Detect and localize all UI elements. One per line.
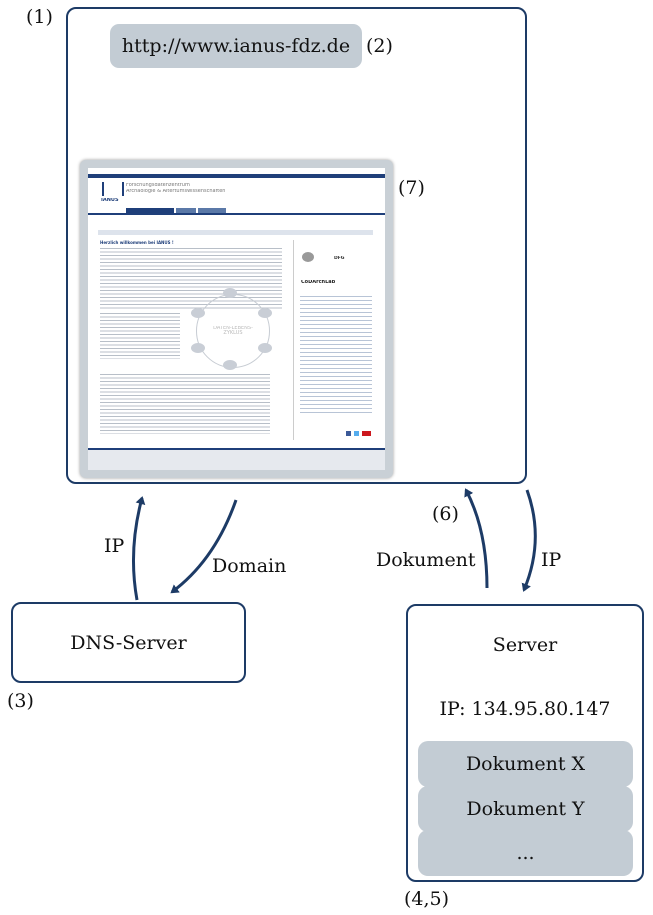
document-item[interactable]: Dokument X: [418, 741, 633, 787]
site-cycle-node-2: [258, 308, 272, 318]
site-logo-text: IANUS: [101, 198, 119, 203]
url-text: http://www.ianus-fdz.de: [121, 35, 351, 57]
document-item-label: ...: [516, 842, 535, 864]
dns-server-box: DNS-Server: [11, 602, 246, 683]
document-item[interactable]: Dokument Y: [418, 786, 633, 832]
site-cycle-node-6: [191, 308, 205, 318]
site-nav-line: [88, 213, 385, 215]
site-tab-2[interactable]: [176, 208, 196, 213]
site-sidebar-news: [300, 296, 372, 416]
document-item-label: Dokument X: [465, 753, 586, 775]
site-social-tw[interactable]: [354, 431, 359, 436]
server-number: (4,5): [404, 888, 450, 910]
website-frame: IANUS Forschungsdatenzentrum Archäologie…: [80, 160, 393, 478]
document-item[interactable]: ...: [418, 830, 633, 876]
site-text-block-2: [100, 313, 180, 359]
site-logo-mark: [102, 182, 124, 196]
site-tab-1[interactable]: [126, 208, 174, 213]
site-social-yt[interactable]: [362, 431, 371, 436]
server-ip: IP: 134.95.80.147: [439, 698, 611, 720]
website-number: (7): [398, 177, 425, 199]
dns-number: (3): [7, 690, 34, 712]
url-bar[interactable]: http://www.ianus-fdz.de: [110, 24, 362, 68]
site-tab-3[interactable]: [198, 208, 226, 213]
site-cycle-node-5: [191, 343, 205, 353]
ip-label-right: IP: [541, 549, 562, 571]
site-text-block-3: [100, 374, 270, 434]
ip-label-left: IP: [104, 535, 125, 557]
site-footer: [88, 448, 385, 470]
dokument-arrow: [464, 488, 489, 589]
url-number: (2): [366, 35, 393, 57]
site-dfg: DFG: [334, 256, 345, 261]
document-item-label: Dokument Y: [466, 798, 585, 820]
site-title-2: Archäologie & Altertumswissenschaften: [126, 189, 226, 194]
server-title: Server: [492, 634, 558, 656]
site-seal: [302, 252, 314, 262]
site-social-fb[interactable]: [346, 431, 351, 436]
site-cycle-node-1: [223, 288, 237, 298]
site-sidebar-divider: [293, 240, 294, 440]
site-partner: CoDArchLab: [301, 280, 336, 285]
site-title-1: Forschungsdatenzentrum: [126, 183, 190, 188]
site-cycle-center: DATEN-LEBENS-ZYKLUS: [213, 326, 253, 336]
site-breadcrumb: [98, 230, 373, 235]
dokument-label: Dokument: [376, 549, 476, 571]
domain-arrow: [170, 499, 238, 594]
dns-server-title: DNS-Server: [70, 631, 187, 654]
site-heading: Herzlich willkommen bei IANUS !: [100, 240, 174, 245]
dokument-number: (6): [432, 503, 459, 525]
website-page: IANUS Forschungsdatenzentrum Archäologie…: [88, 168, 385, 470]
browser-number: (1): [26, 6, 53, 28]
site-top-bar: [88, 174, 385, 178]
site-cycle-node-4: [223, 360, 237, 370]
ip-arrow-left: [131, 496, 146, 601]
domain-label: Domain: [212, 555, 287, 577]
ip-arrow-right: [521, 489, 537, 592]
site-cycle-node-3: [258, 343, 272, 353]
